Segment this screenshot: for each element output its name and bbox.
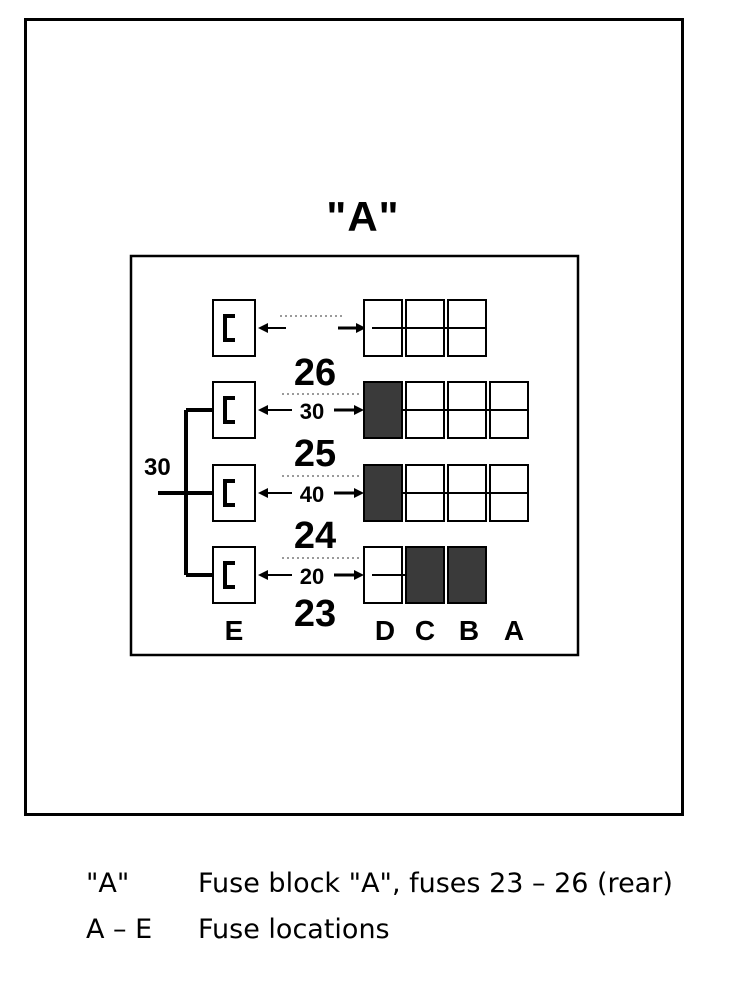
clip-icon xyxy=(223,561,235,589)
location-label-a: A xyxy=(504,615,524,646)
fuse-location-d xyxy=(363,464,403,522)
circuit-label: 30 xyxy=(144,454,171,481)
legend-row-locations: A – E Fuse locations xyxy=(86,914,390,945)
arrow-right-icon xyxy=(354,570,364,580)
arrow-left-icon xyxy=(258,488,268,498)
legend-row-block: "A" Fuse block "A", fuses 23 – 26 (rear) xyxy=(86,868,673,899)
connector-e xyxy=(212,464,256,522)
feed-bus xyxy=(158,408,218,577)
connector-e xyxy=(212,546,256,604)
clip-icon xyxy=(223,396,235,424)
fuse-location-d xyxy=(363,381,403,439)
fuse-location-c xyxy=(405,546,445,604)
legend-description: Fuse locations xyxy=(198,914,390,945)
outer-frame: "A" xyxy=(24,18,684,816)
fuse-row-25 xyxy=(212,381,529,439)
location-label-e: E xyxy=(225,615,244,646)
fuse-row-24 xyxy=(212,464,529,522)
fuse-row-26 xyxy=(212,299,487,357)
fuse-number-25: 25 xyxy=(294,433,336,475)
fuse-rating-25: 30 xyxy=(300,399,324,424)
connector-e xyxy=(212,381,256,439)
block-title: "A" xyxy=(326,193,400,240)
clip-icon xyxy=(223,314,235,342)
fuse-number-23: 23 xyxy=(294,593,336,635)
fuse-location-b xyxy=(447,546,487,604)
legend-description: Fuse block "A", fuses 23 – 26 (rear) xyxy=(198,868,673,899)
arrow-left-icon xyxy=(258,570,268,580)
connector-e xyxy=(212,299,256,357)
fuse-rating-23: 20 xyxy=(300,564,324,589)
fuse-row-23 xyxy=(212,546,487,604)
arrow-right-icon xyxy=(354,488,364,498)
legend-key: A – E xyxy=(86,914,153,945)
fuse-number-24: 24 xyxy=(294,515,336,557)
location-label-d: D xyxy=(375,615,395,646)
arrow-right-icon xyxy=(354,405,364,415)
fuse-number-26: 26 xyxy=(294,352,336,394)
fuse-block-frame xyxy=(129,254,580,657)
location-label-b: B xyxy=(459,615,479,646)
clip-icon xyxy=(223,479,235,507)
arrow-right-icon xyxy=(356,323,366,333)
arrow-left-icon xyxy=(258,405,268,415)
arrow-left-icon xyxy=(258,323,268,333)
fuse-rating-24: 40 xyxy=(300,482,324,507)
location-label-c: C xyxy=(415,615,435,646)
legend-key: "A" xyxy=(86,868,130,899)
